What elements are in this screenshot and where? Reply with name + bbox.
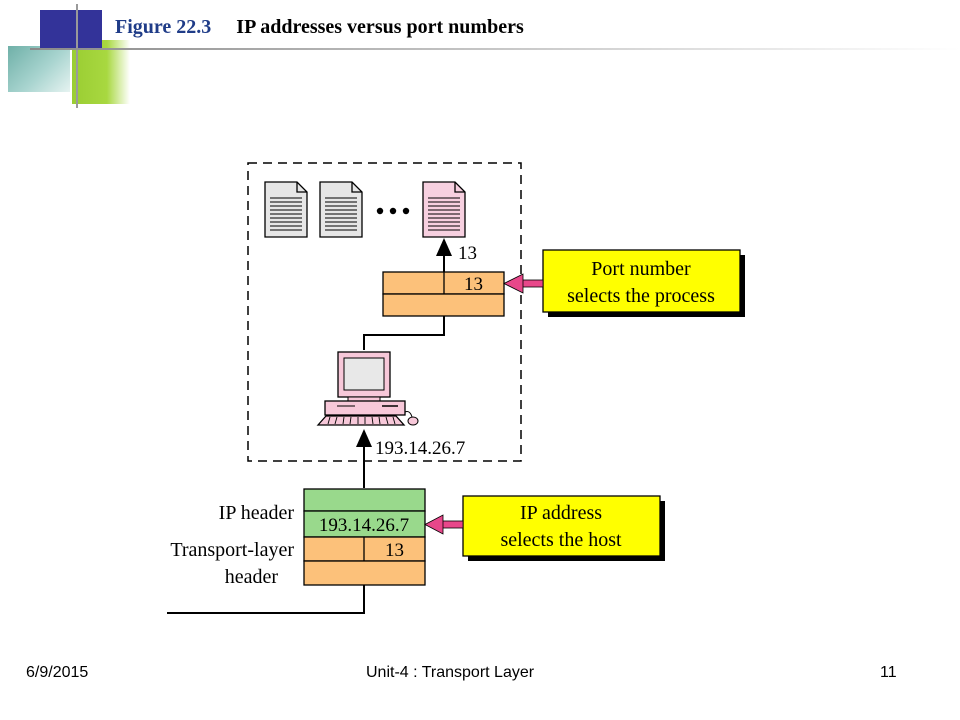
packet (303, 488, 426, 586)
ip-callout-line2: selects the host (500, 529, 622, 551)
slide-title: Figure 22.3 IP addresses versus port num… (115, 16, 524, 39)
host-boundary (247, 162, 522, 462)
decor-title-rule (30, 48, 960, 50)
ip-callout-line1: IP address (520, 502, 602, 524)
host-ip-address: 193.14.26.7 (375, 438, 465, 459)
host-to-transport-line (363, 316, 445, 350)
transport-label-line2: header (225, 566, 279, 588)
decor-teal-square (8, 46, 70, 92)
footer-course: Unit-4 : Transport Layer (366, 664, 535, 681)
document-icon (319, 181, 363, 238)
ip-pointer-arrow (424, 514, 464, 535)
computer-icon (316, 351, 419, 426)
incoming-line (167, 585, 365, 614)
port-callout: Port number selects the process (542, 249, 745, 317)
packet-port: 13 (385, 540, 404, 561)
decor-green-square (72, 40, 130, 104)
figure-title: IP addresses versus port numbers (236, 16, 524, 38)
ip-header-label: IP header (219, 502, 295, 524)
footer-date: 6/9/2015 (26, 664, 89, 681)
port-pointer-arrow (503, 273, 544, 294)
transport-label-line1: Transport-layer (170, 539, 294, 561)
port-value-above: 13 (458, 243, 477, 264)
port-callout-line2: selects the process (567, 285, 715, 307)
transport-port-upper: 13 (464, 274, 483, 295)
figure-number: Figure 22.3 (115, 16, 212, 38)
decor-vertical-line (76, 4, 78, 108)
document-icon (264, 181, 308, 238)
document-icon (422, 181, 466, 238)
packet-ip-address: 193.14.26.7 (319, 515, 409, 536)
ellipsis-icon (376, 207, 410, 215)
footer-page-number: 11 (880, 664, 897, 681)
port-callout-line1: Port number (591, 258, 691, 280)
transport-header-host (382, 271, 505, 317)
ip-callout: IP address selects the host (462, 495, 665, 561)
decor-blue-square (40, 10, 102, 48)
